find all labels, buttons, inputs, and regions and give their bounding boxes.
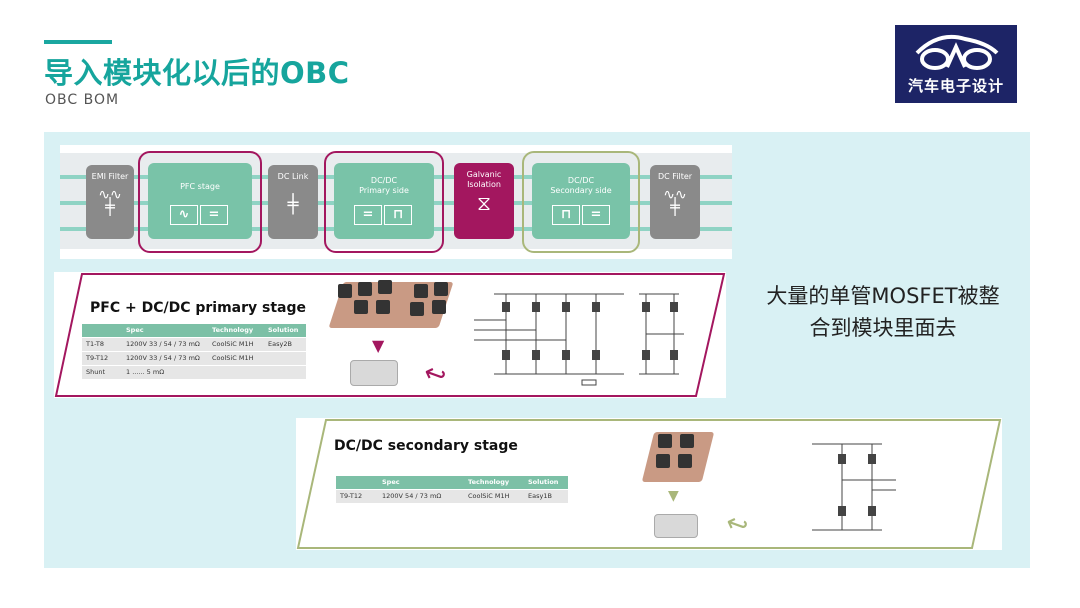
- secondary-frame: [522, 151, 640, 253]
- mosfet-chip: [376, 300, 390, 314]
- page-title: 导入模块化以后的OBC: [44, 56, 350, 90]
- square-wave-icon: ⊓: [552, 205, 580, 225]
- car-logo-icon: [915, 34, 999, 70]
- obc-block-diagram: EMI Filter ∿∿ ╪ PFC stage ∿ = DC Link ╪ …: [60, 145, 732, 259]
- table-row: T1-T8 1200V 33 / 54 / 73 mΩ CoolSiC M1H …: [82, 336, 306, 351]
- mosfet-chip: [658, 434, 672, 448]
- mosfet-chip: [358, 282, 372, 296]
- side-note: 大量的单管MOSFET被整 合到模块里面去: [766, 284, 1000, 340]
- dc-output-icon: =: [582, 205, 610, 225]
- inductor-icon: ∿∿: [98, 187, 122, 203]
- mosfet-chip: [678, 454, 692, 468]
- table-row: T9-T12 1200V 33 / 54 / 73 mΩ CoolSiC M1H: [82, 350, 306, 365]
- table-header-row: Spec Technology Solution: [82, 324, 306, 337]
- mosfet-chip: [410, 302, 424, 316]
- dc-link-block: DC Link ╪: [268, 165, 318, 239]
- secondary-stage-title: DC/DC secondary stage: [334, 438, 518, 454]
- secondary-spec-table: Spec Technology Solution T9-T12 1200V 54…: [336, 476, 568, 503]
- table-row: T9-T12 1200V 54 / 73 mΩ CoolSiC M1H Easy…: [336, 488, 568, 503]
- power-module-image: [654, 514, 698, 538]
- primary-stage-title: PFC + DC/DC primary stage: [90, 300, 307, 316]
- capacitor-icon: ╪: [105, 197, 115, 216]
- mosfet-chip: [434, 282, 448, 296]
- transformer-icon: ⧖: [476, 191, 492, 215]
- table-header-row: Spec Technology Solution: [336, 476, 568, 489]
- secondary-stage-panel: DC/DC secondary stage Spec Technology So…: [296, 418, 1002, 550]
- secondary-schematic: [812, 443, 896, 531]
- inductor-icon: ∿∿: [663, 187, 687, 203]
- logo-text: 汽车电子设计: [907, 77, 1004, 95]
- dc-output-icon: =: [200, 205, 228, 225]
- capacitor-icon: ╪: [670, 197, 680, 216]
- mosfet-chip: [656, 454, 670, 468]
- mosfet-chip: [338, 284, 352, 298]
- mosfet-chip: [414, 284, 428, 298]
- power-module-image: [350, 360, 398, 386]
- dc-input-icon: =: [354, 205, 382, 225]
- square-wave-icon: ⊓: [384, 205, 412, 225]
- galvanic-isolation-block: Galvanic Isolation ⧖: [454, 163, 514, 239]
- table-row: Shunt 1 ...... 5 mΩ: [82, 364, 306, 379]
- dc-filter-block: DC Filter ∿∿ ╪: [650, 165, 700, 239]
- page-subtitle: OBC BOM: [45, 92, 120, 108]
- brand-logo: 汽车电子设计: [895, 25, 1017, 103]
- emi-filter-block: EMI Filter ∿∿ ╪: [86, 165, 134, 239]
- title-accent-bar: [44, 40, 112, 44]
- ac-source-icon: ∿: [170, 205, 198, 225]
- mosfet-chip: [378, 280, 392, 294]
- mosfet-chip: [354, 300, 368, 314]
- mosfet-chip: [680, 434, 694, 448]
- primary-schematic: [474, 293, 684, 386]
- primary-stage-panel: PFC + DC/DC primary stage Spec Technolog…: [54, 272, 726, 398]
- dcdc-primary-block: DC/DC Primary side = ⊓: [334, 163, 434, 239]
- pfc-frame: [138, 151, 262, 253]
- capacitor-icon: ╪: [287, 194, 299, 215]
- arrow-down-icon: ▼: [668, 488, 679, 504]
- primary-spec-table: Spec Technology Solution T1-T8 1200V 33 …: [82, 324, 306, 379]
- primary-frame: [324, 151, 444, 253]
- arrow-down-icon: ▼: [372, 336, 385, 355]
- dcdc-secondary-block: DC/DC Secondary side ⊓ =: [532, 163, 630, 239]
- mosfet-chip: [432, 300, 446, 314]
- pfc-stage-block: PFC stage ∿ =: [148, 163, 252, 239]
